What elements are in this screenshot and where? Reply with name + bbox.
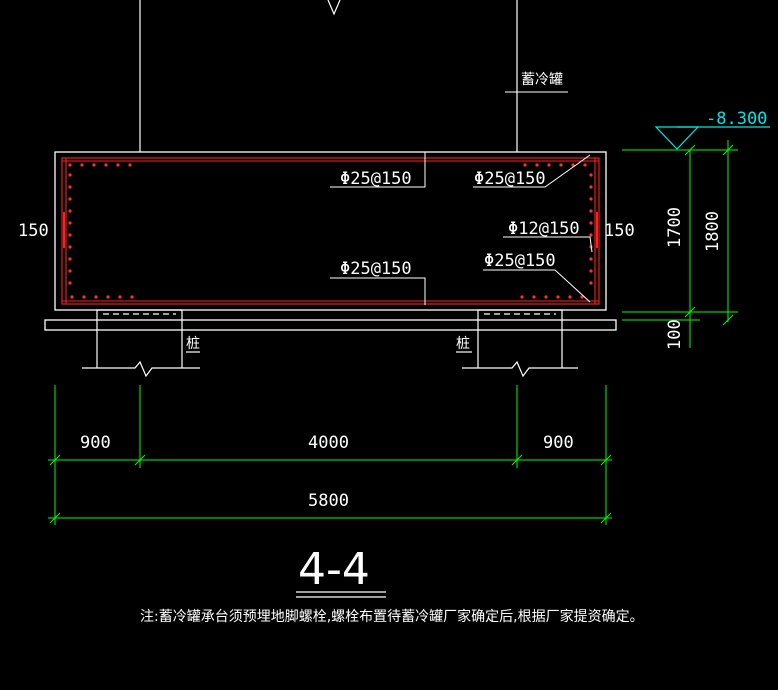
dim-height-total: 1800 [703, 211, 723, 252]
rebar-dot [547, 163, 551, 167]
rebar-dot [68, 269, 72, 273]
rebar-dot [92, 163, 96, 167]
rebar-dot [589, 221, 593, 225]
rebar-label-top-right: Φ25@150 [474, 169, 546, 189]
pile-label-right: 桩 [456, 335, 470, 352]
rebar-dot [94, 295, 98, 299]
rebar-label-top-left: Φ25@150 [340, 169, 412, 189]
vertical-dimensions [622, 140, 738, 348]
dim-span-mid: 4000 [308, 433, 349, 453]
rebar-dot [70, 295, 74, 299]
rebar-dot [583, 163, 587, 167]
side-dim-right: 150 [604, 221, 635, 241]
dim-span-total: 5800 [308, 491, 349, 511]
rebar-dot [106, 295, 110, 299]
tank-label: 蓄冷罐 [505, 72, 568, 93]
rebar-dot [589, 173, 593, 177]
rebar-dot [116, 163, 120, 167]
dim-span-left: 900 [80, 433, 111, 453]
horizontal-dimensions [48, 385, 612, 525]
dim-span-right: 900 [543, 433, 574, 453]
tank-outline [139, 0, 518, 152]
rebar-dot [68, 209, 72, 213]
rebar-dot [68, 173, 72, 177]
rebar-dot [568, 295, 572, 299]
piles [82, 309, 578, 378]
rebar-dots [68, 163, 593, 299]
dim-bottom-thickness: 100 [665, 319, 685, 350]
rebar-dot [532, 295, 536, 299]
rebar-dot [589, 209, 593, 213]
rebar-dot [589, 185, 593, 189]
rebar-dot [68, 281, 72, 285]
rebar-leaders [330, 152, 593, 305]
rebar-dot [104, 163, 108, 167]
rebar-cage [61, 157, 600, 305]
rebar-dot [68, 257, 72, 261]
rebar-dot [520, 295, 524, 299]
rebar-dot [571, 163, 575, 167]
rebar-dot [589, 281, 593, 285]
rebar-dot [523, 163, 527, 167]
level-value: -8.300 [706, 109, 767, 129]
rebar-label-bottom-left: Φ25@150 [340, 259, 412, 279]
rebar-label-bottom-right: Φ25@150 [484, 251, 556, 271]
side-dim-left: 150 [18, 221, 49, 241]
rebar-dot [68, 245, 72, 249]
rebar-dot [68, 197, 72, 201]
pile-label-left: 桩 [186, 335, 200, 352]
dim-height-inner: 1700 [665, 207, 685, 248]
pile-cap [44, 151, 617, 331]
rebar-dot [556, 295, 560, 299]
title-underline [296, 591, 386, 598]
note-text: 注:蓄冷罐承台须预埋地脚螺栓,螺栓布置待蓄冷罐厂家确定后,根据厂家提资确定。 [140, 608, 644, 625]
rebar-dot [68, 221, 72, 225]
rebar-dot [589, 233, 593, 237]
rebar-dot [118, 295, 122, 299]
section-title: 4-4 [298, 544, 370, 595]
rebar-label-mid: Φ12@150 [508, 219, 580, 239]
rebar-dot [589, 269, 593, 273]
rebar-dot [128, 163, 132, 167]
rebar-dot [544, 295, 548, 299]
rebar-dot [68, 233, 72, 237]
level-mark [654, 126, 770, 150]
rebar-dot [589, 257, 593, 261]
rebar-dot [82, 295, 86, 299]
rebar-dot [580, 295, 584, 299]
rebar-dot [535, 163, 539, 167]
tank-label-text: 蓄冷罐 [521, 72, 563, 88]
rebar-dot [130, 295, 134, 299]
rebar-dot [559, 163, 563, 167]
rebar-dot [68, 185, 72, 189]
rebar-dot [68, 163, 72, 167]
rebar-dot [589, 197, 593, 201]
rebar-dot [80, 163, 84, 167]
